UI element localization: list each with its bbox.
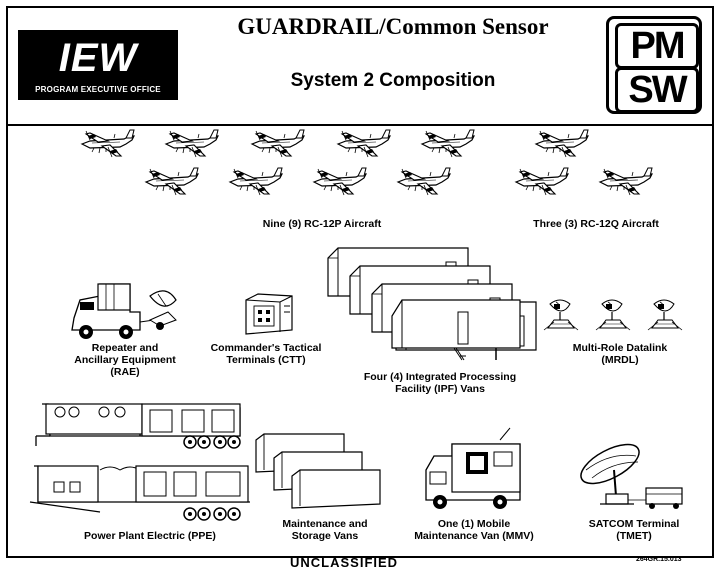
rc12q-aircraft-group — [515, 129, 653, 196]
mrdl-label: Multi-Role Datalink (MRDL) — [556, 342, 684, 366]
datalink-dish — [647, 299, 683, 331]
rc12q-label: Three (3) RC-12Q Aircraft — [533, 218, 659, 230]
iew-logo-subtext: PROGRAM EXECUTIVE OFFICE — [35, 85, 161, 94]
aircraft-icon — [397, 167, 451, 196]
ctt-label-line: Commander's Tactical — [210, 342, 322, 354]
rae-vehicle-icon — [71, 283, 177, 339]
mmv-label-line: Maintenance Van (MMV) — [414, 530, 534, 542]
aircraft-icon — [599, 167, 653, 196]
datalink-dish — [595, 299, 631, 331]
aircraft-icon — [229, 167, 283, 196]
aircraft-icon — [81, 129, 135, 158]
aircraft-icon — [145, 167, 199, 196]
maintenance-storage-vans-icon — [255, 433, 381, 509]
aircraft-icon — [165, 129, 219, 158]
page-subtitle: System 2 Composition — [290, 70, 496, 91]
aircraft-icon — [535, 129, 589, 158]
ipf-label-line: Four (4) Integrated Processing — [363, 371, 517, 383]
mmv-truck-icon — [425, 427, 521, 509]
mrdl-dishes-icon — [543, 299, 683, 331]
rae-label-line: Ancillary Equipment — [74, 354, 176, 366]
slide-frame: IEW PROGRAM EXECUTIVE OFFICE GUARDRAIL/C… — [6, 6, 714, 558]
pm-sw-logo: PM SW — [606, 16, 702, 114]
ctt-label-line: Terminals (CTT) — [226, 354, 306, 366]
rae-label-line: Repeater and — [91, 342, 159, 354]
rae-label-line: (RAE) — [110, 366, 140, 378]
pm-logo-line2: SW — [615, 67, 699, 113]
msv-label-line: Maintenance and — [282, 518, 368, 530]
ppe-label: Power Plant Electric (PPE) — [84, 530, 216, 542]
aircraft-icon — [337, 129, 391, 158]
mmv-label: One (1) Mobile Maintenance Van (MMV) — [404, 518, 544, 542]
ipf-label-line: Facility (IPF) Vans — [395, 383, 485, 395]
ppe-trailers-icon — [29, 403, 250, 521]
ctt-terminal-icon — [245, 293, 293, 335]
page-title: GUARDRAIL/Common Sensor — [237, 14, 549, 39]
rc12p-label: Nine (9) RC-12P Aircraft — [262, 218, 382, 230]
satcom-terminal-icon — [580, 443, 683, 509]
ctt-label: Commander's Tactical Terminals (CTT) — [196, 342, 336, 366]
msv-label: Maintenance and Storage Vans — [260, 518, 390, 542]
document-number: 264GR.15.013 — [636, 556, 682, 563]
classification-marking: UNCLASSIFIED — [290, 555, 399, 570]
iew-logo: IEW PROGRAM EXECUTIVE OFFICE — [18, 30, 178, 100]
rc12p-aircraft-group — [81, 129, 475, 196]
tmet-label: SATCOM Terminal (TMET) — [574, 518, 694, 542]
datalink-dish — [543, 299, 579, 331]
ipf-vans-icon — [327, 247, 537, 361]
mmv-label-line: One (1) Mobile — [437, 518, 511, 530]
msv-label-line: Storage Vans — [291, 530, 359, 542]
iew-logo-text: IEW — [58, 36, 138, 80]
tmet-label-line: (TMET) — [616, 530, 652, 542]
aircraft-icon — [515, 167, 569, 196]
tmet-label-line: SATCOM Terminal — [588, 518, 680, 530]
mrdl-label-line: (MRDL) — [601, 354, 639, 366]
ipf-label: Four (4) Integrated Processing Facility … — [350, 371, 530, 395]
rae-label: Repeater and Ancillary Equipment (RAE) — [50, 342, 200, 378]
aircraft-icon — [251, 129, 305, 158]
aircraft-icon — [421, 129, 475, 158]
mrdl-label-line: Multi-Role Datalink — [572, 342, 668, 354]
header: IEW PROGRAM EXECUTIVE OFFICE GUARDRAIL/C… — [8, 8, 712, 126]
aircraft-icon — [313, 167, 367, 196]
